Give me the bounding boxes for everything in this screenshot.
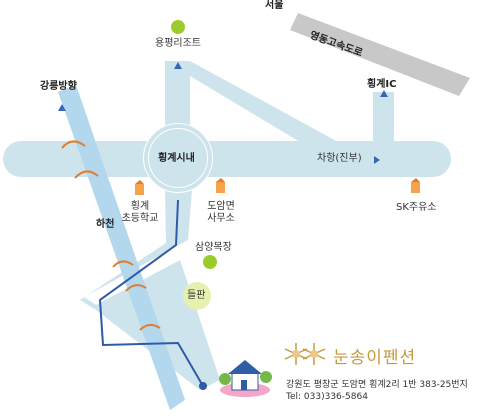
- label-jinbu: 차항(진부): [317, 153, 362, 164]
- label-samyang: 삼양목장: [195, 242, 232, 253]
- gas-station-marker: [411, 178, 420, 193]
- yeongdong-expressway: [290, 13, 470, 96]
- label-sk-station: SK주유소: [396, 202, 437, 213]
- label-seoul: 서울: [265, 0, 284, 11]
- direction-arrows: [58, 62, 388, 164]
- river: [58, 85, 185, 410]
- address: 강원도 평창군 도암면 횡계2리 1반 383-25번지: [286, 380, 468, 390]
- office-marker: [216, 178, 225, 193]
- school-marker: [135, 180, 144, 195]
- route-line: [98, 199, 204, 387]
- label-hoenggye-ic: 횡계IC: [367, 79, 397, 90]
- label-school: 횡계 초등학교: [121, 201, 159, 225]
- building-markers: [135, 178, 420, 195]
- label-office-line1: 도암면: [207, 201, 235, 212]
- pension-house-icon: [219, 360, 272, 397]
- label-office-line2: 사무소: [207, 213, 235, 224]
- label-downtown: 횡계시내: [158, 153, 195, 164]
- label-gangneung: 강릉방향: [40, 81, 77, 92]
- samyang-marker: [203, 255, 217, 269]
- label-school-line1: 횡계: [130, 201, 150, 212]
- bridges: [61, 140, 161, 331]
- brand-name: 눈송이펜션: [333, 348, 417, 368]
- label-river: 하천: [96, 219, 115, 230]
- snowflake-logo-icon: [284, 343, 326, 365]
- roads: [3, 61, 451, 390]
- label-school-line2: 초등학교: [121, 213, 159, 224]
- label-field: 들판: [187, 290, 206, 301]
- phone: Tel: 033)336-5864: [286, 392, 368, 402]
- label-yongpyong: 용평리조트: [155, 38, 201, 49]
- destination-dot: [199, 382, 207, 390]
- yongpyong-marker: [171, 20, 185, 34]
- label-office: 도암면 사무소: [203, 201, 239, 225]
- field-area: [183, 282, 211, 310]
